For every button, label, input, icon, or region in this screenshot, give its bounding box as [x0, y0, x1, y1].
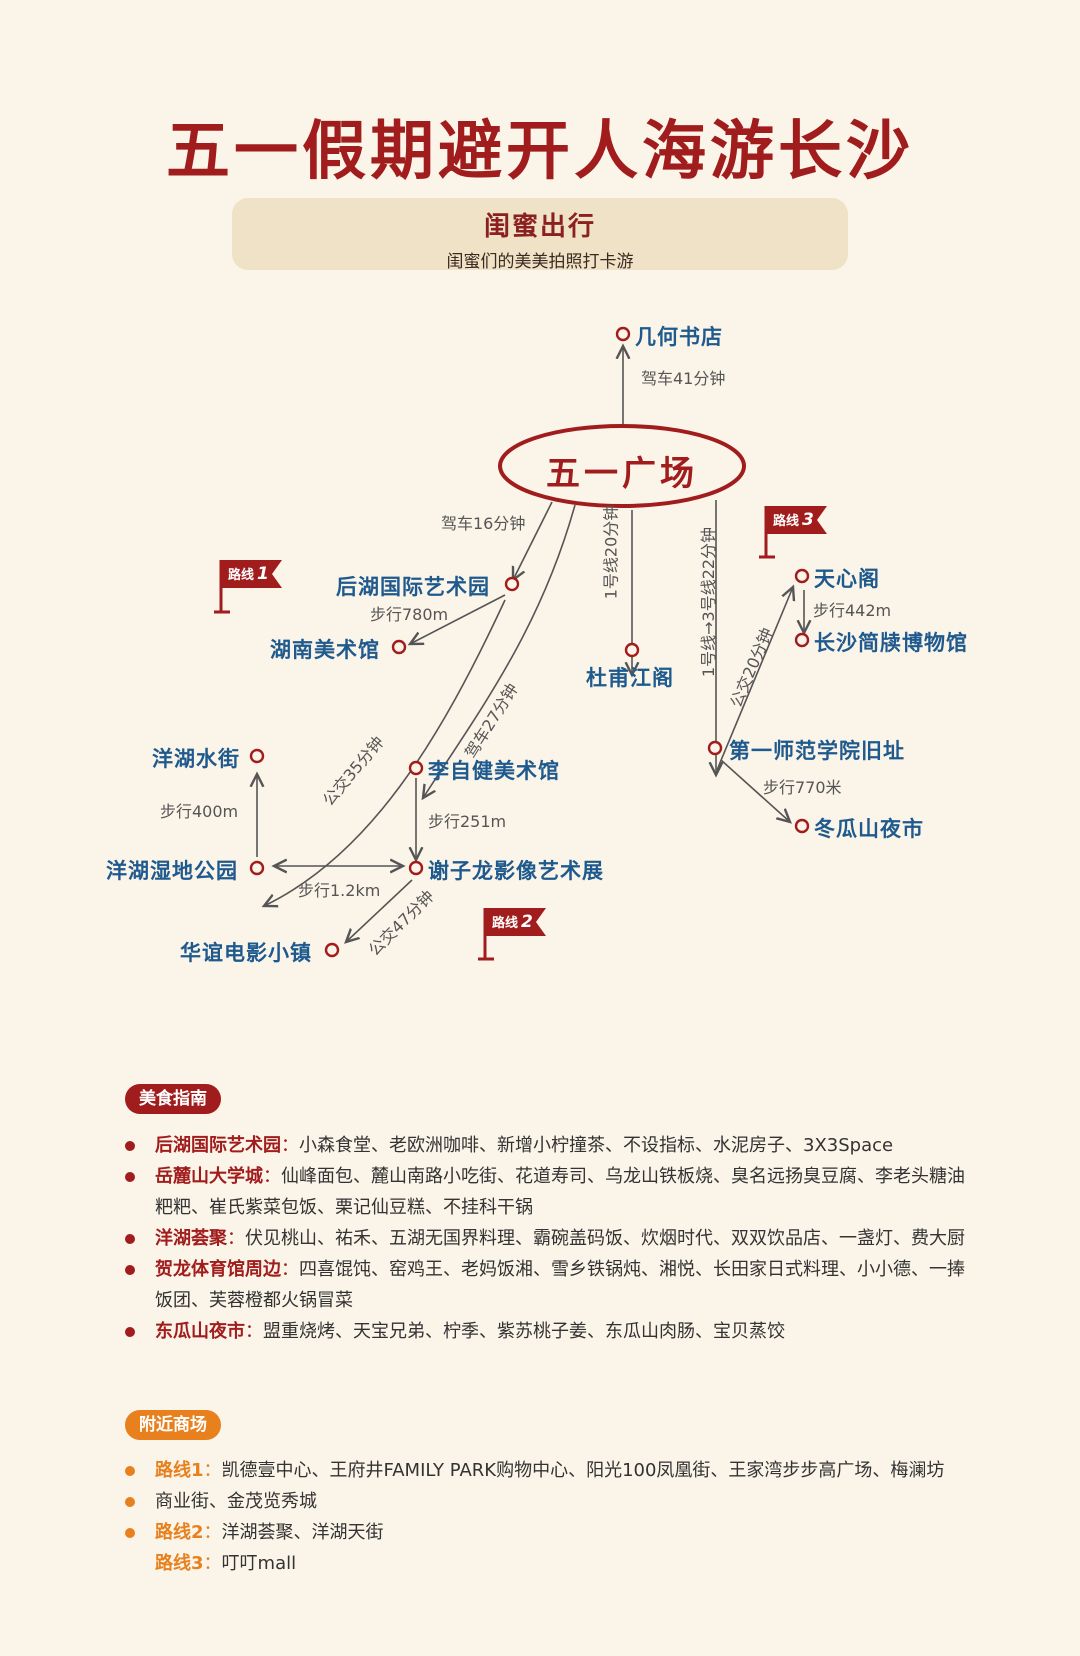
- mall-item-route-3: 路线3：叮叮mall: [155, 1553, 297, 1574]
- subtitle-banner: 闺蜜出行 闺蜜们的美美拍照打卡游: [232, 198, 848, 272]
- bullet-icon: [125, 1528, 135, 1538]
- node-dot-jihe: [615, 326, 631, 342]
- food-item: 东瓜山夜市：盟重烧烤、天宝兄弟、柠季、紫苏桃子姜、东瓜山肉肠、宝贝蒸饺: [125, 1316, 965, 1347]
- bullet-icon: [125, 1234, 135, 1244]
- flag-route-1: [214, 560, 282, 614]
- banner-title: 闺蜜出行: [483, 212, 596, 242]
- food-item: 洋湖荟聚：伏见桃山、祐禾、五湖无国界料理、霸碗盖码饭、炊烟时代、双双饮品店、一盏…: [125, 1223, 965, 1254]
- edge-label-line3: 1号线→3号线22分钟: [699, 526, 719, 678]
- banner-subtitle: 闺蜜们的美美拍照打卡游: [446, 252, 634, 272]
- node-xiezilong: 谢子龙影像艺术展: [428, 859, 604, 883]
- flag-route-3: [759, 506, 827, 559]
- center-label: 五一广场: [546, 454, 698, 494]
- node-tianxin: 天心阁: [814, 567, 880, 591]
- edge-dongguashan: [720, 759, 790, 822]
- edge-drive27: [423, 504, 576, 798]
- node-dot-houhu: [504, 576, 520, 592]
- food-item: 后湖国际艺术园：小森食堂、老欧洲咖啡、新增小柠撞茶、不设指标、水泥房子、3X3S…: [125, 1130, 965, 1161]
- edge-label-li-xie-walk: 步行251m: [428, 812, 507, 831]
- node-huayi: 华谊电影小镇: [180, 941, 312, 965]
- node-dot-yanghu-street: [249, 748, 265, 764]
- edge-bus35: [264, 599, 506, 906]
- node-dongguashan: 冬瓜山夜市: [814, 817, 924, 841]
- edge-houhu-hunan: [410, 594, 506, 644]
- mall-tag: 附近商场: [125, 1410, 221, 1440]
- node-diyi-shifan: 第一师范学院旧址: [729, 739, 905, 763]
- edge-label-yanghu-walk: 步行400m: [160, 802, 239, 821]
- bullet-icon: [125, 1466, 135, 1476]
- bullet-icon: [125, 1327, 135, 1337]
- node-dot-tianxin: [794, 568, 810, 584]
- flag-route-2: [478, 908, 546, 961]
- mall-item-route-1-cont: 商业街、金茂览秀城: [125, 1486, 965, 1517]
- node-houhu: 后湖国际艺术园: [336, 575, 490, 599]
- node-dot-dufu: [624, 642, 640, 658]
- edge-label-wetland-walk: 步行1.2km: [298, 881, 381, 900]
- node-dot-huayi: [324, 942, 340, 958]
- node-jiandu: 长沙简牍博物馆: [814, 631, 968, 655]
- edge-label-diyi-walk: 步行770米: [763, 778, 842, 797]
- edge-tianxin: [716, 587, 793, 771]
- node-lizijian: 李自健美术馆: [428, 759, 560, 783]
- mall-item-route-1: 路线1：凯德壹中心、王府井FAMILY PARK购物中心、阳光100凤凰街、王家…: [125, 1455, 965, 1486]
- center-oval: [498, 424, 746, 508]
- node-jihe: 几何书店: [635, 325, 723, 349]
- edge-label-jihe: 驾车41分钟: [641, 369, 726, 388]
- bullet-icon: [125, 1172, 135, 1182]
- node-hunan-museum: 湖南美术馆: [270, 638, 380, 662]
- bullet-icon: [125, 1265, 135, 1275]
- bullet-icon: [125, 1141, 135, 1151]
- node-yanghu-wetland: 洋湖湿地公园: [106, 859, 238, 883]
- node-dot-dongguashan: [794, 818, 810, 834]
- route-lines: [214, 326, 827, 961]
- food-list: 后湖国际艺术园：小森食堂、老欧洲咖啡、新增小柠撞茶、不设指标、水泥房子、3X3S…: [125, 1130, 965, 1347]
- node-dot-wetland: [249, 860, 265, 876]
- edge-houhu: [513, 501, 553, 580]
- node-dot-diyi: [707, 740, 723, 756]
- node-dot-xiezilong: [408, 860, 424, 876]
- edge-label-houhu: 驾车16分钟: [441, 514, 526, 533]
- bullet-icon: [125, 1497, 135, 1507]
- food-item: 贺龙体育馆周边：四喜馄饨、窑鸡王、老妈饭湘、雪乡铁锅炖、湘悦、长田家日式料理、小…: [125, 1254, 965, 1316]
- node-dot-jiandu: [794, 632, 810, 648]
- page-title: 五一假期避开人海游长沙: [166, 115, 914, 189]
- node-yanghu-street: 洋湖水街: [152, 747, 240, 771]
- node-dot-hunan: [391, 639, 407, 655]
- edge-label-dufu: 1号线20分钟: [601, 504, 621, 600]
- edge-label-houhu-hunan: 步行780m: [370, 605, 449, 624]
- mall-item-route-2: 路线2：洋湖荟聚、洋湖天街: [125, 1517, 965, 1548]
- edge-label-tianxin-jiandu: 步行442m: [813, 601, 892, 620]
- node-dufu: 杜甫江阁: [586, 666, 674, 690]
- mall-list: 路线1：凯德壹中心、王府井FAMILY PARK购物中心、阳光100凤凰街、王家…: [125, 1455, 965, 1579]
- food-item: 岳麓山大学城：仙峰面包、麓山南路小吃街、花道寿司、乌龙山铁板烧、臭名远扬臭豆腐、…: [125, 1161, 965, 1223]
- food-tag: 美食指南: [125, 1084, 221, 1114]
- edge-bus47: [346, 879, 413, 942]
- node-dot-lizijian: [408, 760, 424, 776]
